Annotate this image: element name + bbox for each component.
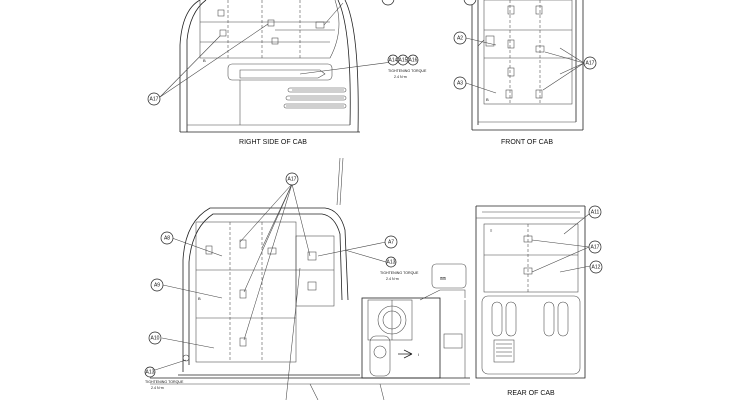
mark-b-2: B (486, 97, 489, 102)
callout-a17-top-left: A17 (147, 92, 161, 106)
rear-mark-1: ≡ (490, 228, 493, 233)
callout-a3: A3 (453, 76, 467, 90)
torque-note-3-line2: 2.4 N·m (151, 386, 164, 390)
callout-a17-main: A17 (285, 172, 299, 186)
svg-text:A15: A15 (399, 57, 408, 63)
svg-text:A17: A17 (150, 96, 159, 102)
torque-note-2-line2: 2.4 N·m (386, 277, 399, 281)
callout-a9: A9 (150, 278, 164, 292)
torque-note-1-line2: 2.4 N·m (394, 75, 407, 79)
callout-a10: A10 (148, 331, 162, 345)
caption-front: FRONT OF CAB (501, 139, 553, 146)
svg-text:A13: A13 (387, 259, 396, 265)
arrow-label: I (418, 352, 419, 357)
front-of-cab-view: B A2 A3 A17 FRONT OF CAB (453, 0, 597, 146)
callout-a15: A15 (397, 54, 409, 66)
callout-a13-right: A13 (385, 256, 397, 268)
svg-text:A14: A14 (389, 57, 398, 63)
caption-right-side: RIGHT SIDE OF CAB (239, 139, 307, 146)
rear-of-cab-view: ≡ A11 A17 A12 REAR OF CAB (475, 205, 603, 397)
svg-text:A17: A17 (586, 60, 595, 66)
torque-note-3-line1: TIGHTENING TORQUE (145, 380, 184, 384)
right-side-of-cab-view: B A17 A14 A15 A16 TIGHTENING TORQUE 2.4 … (147, 0, 427, 146)
housing-mark: ᗰᗰ (440, 276, 446, 281)
callout-a17-rear: A17 (588, 240, 602, 254)
callout-top-right-partial (381, 0, 395, 6)
callout-a2: A2 (453, 31, 467, 45)
main-cab-view: B ᗰᗰ I A1 (144, 157, 470, 400)
torque-note-2-line1: TIGHTENING TORQUE (380, 271, 419, 275)
callout-a11: A11 (588, 205, 602, 219)
callout-a17-front: A17 (583, 56, 597, 70)
svg-text:A10: A10 (151, 335, 160, 341)
torque-note-1-line1: TIGHTENING TORQUE (388, 69, 427, 73)
svg-text:A3: A3 (457, 80, 463, 86)
callout-a8: A8 (160, 231, 174, 245)
svg-text:A16: A16 (409, 57, 418, 63)
svg-text:A2: A2 (457, 35, 463, 41)
callout-a7: A7 (384, 235, 398, 249)
callout-front-top-partial (463, 0, 477, 6)
callout-a13-left: A13 (144, 366, 156, 378)
mark-b-1: B (203, 58, 206, 63)
caption-rear: REAR OF CAB (507, 390, 555, 397)
callout-a12: A12 (589, 260, 603, 274)
mark-b-3: B (198, 296, 201, 301)
callout-a14: A14 (387, 54, 399, 66)
svg-text:A7: A7 (388, 239, 394, 245)
svg-text:A13: A13 (146, 369, 155, 375)
svg-text:A8: A8 (164, 235, 170, 241)
callout-a16: A16 (407, 54, 419, 66)
svg-text:A11: A11 (591, 209, 600, 215)
svg-text:A9: A9 (154, 282, 160, 288)
svg-text:A12: A12 (592, 264, 601, 270)
svg-text:A17: A17 (288, 176, 297, 182)
svg-text:A17: A17 (591, 244, 600, 250)
